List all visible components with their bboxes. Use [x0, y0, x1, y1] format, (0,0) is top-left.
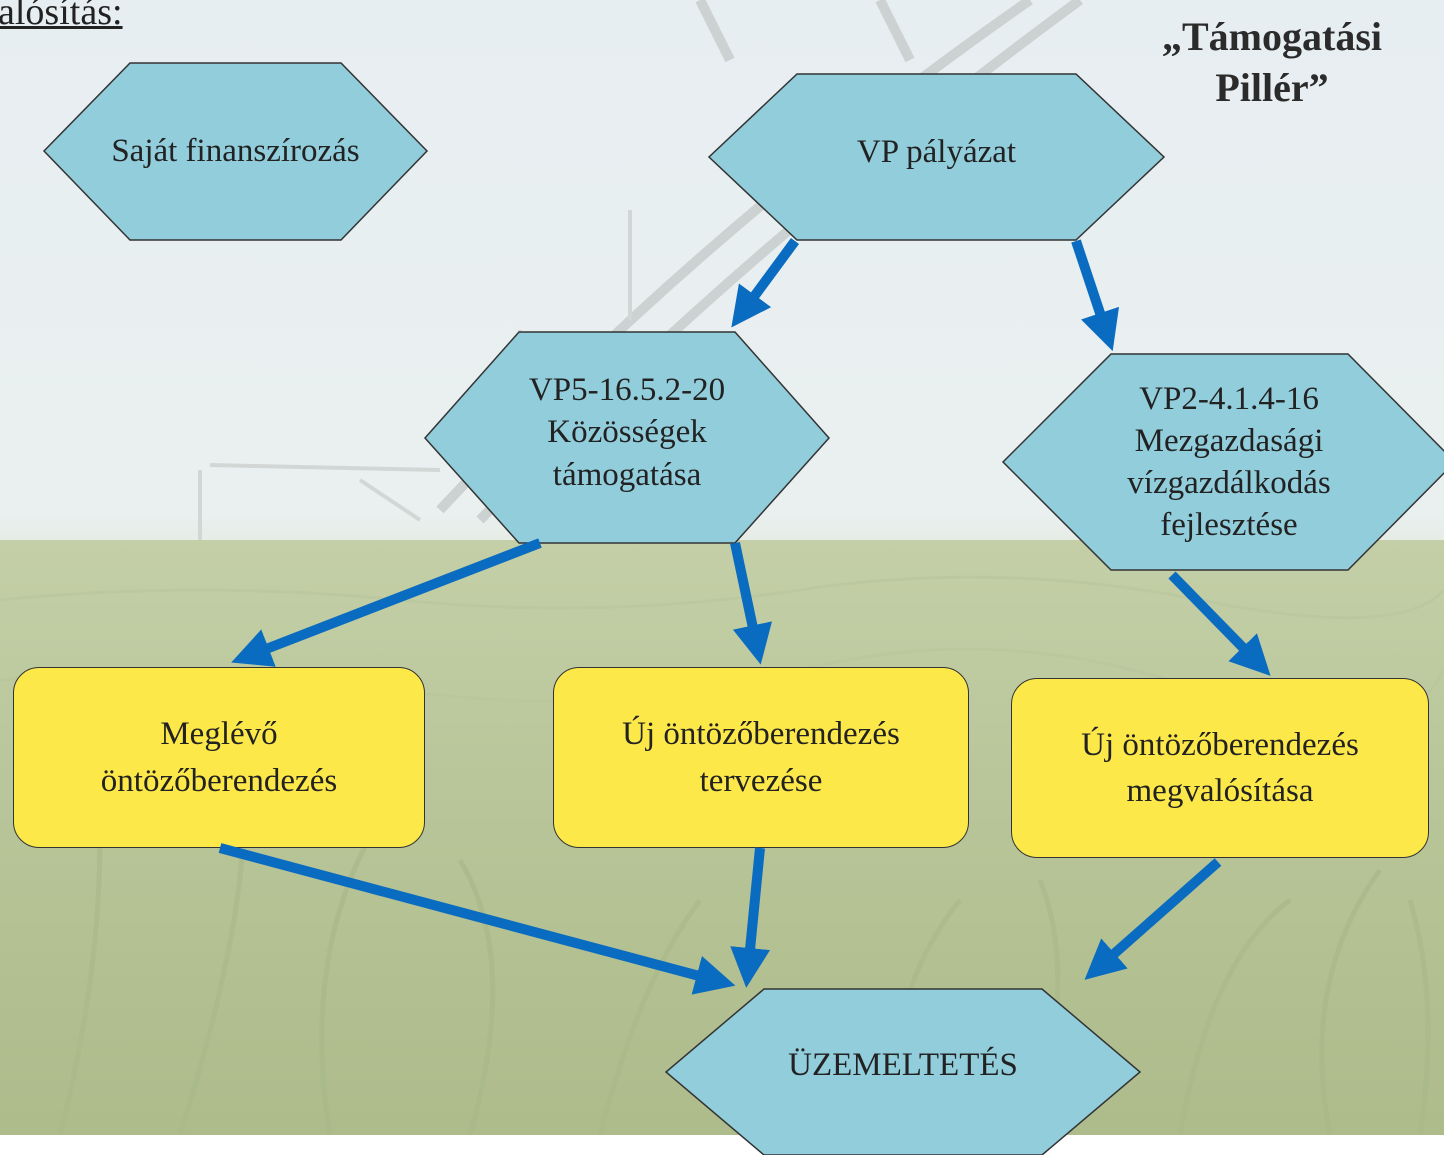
node-vp-palyazat: VP pályázat — [707, 73, 1166, 241]
node-uj-ontozoberendezes-tervezese: Új öntözőberendezés tervezése — [553, 667, 969, 848]
node-label: VP pályázat — [856, 133, 1017, 170]
node-label: Meglévő öntözőberendezés — [100, 716, 338, 799]
node-label: VP5-16.5.2-20 Közösségek támogatása — [528, 372, 726, 493]
node-label: Új öntözőberendezés megvalósítása — [1081, 726, 1359, 809]
node-label: Új öntözőberendezés tervezése — [622, 716, 900, 799]
node-vp5: VP5-16.5.2-20 Közösségek támogatása — [423, 331, 831, 544]
support-pillar-title: „Támogatási Pillér” — [1162, 14, 1382, 110]
node-vp2: VP2-4.1.4-16 Mezgazdasági vízgazdálkodás… — [1001, 353, 1444, 571]
hexagon-shape — [664, 988, 1142, 1155]
section-title: alósítás: — [0, 0, 123, 33]
node-meglevo-ontozoberendezes: Meglévő öntözőberendezés — [13, 667, 425, 848]
hexagon-shape — [1001, 353, 1444, 571]
node-label: Saját finanszírozás — [111, 133, 360, 170]
node-sajat-finanszirozas: Saját finanszírozás — [42, 62, 429, 241]
node-label: ÜZEMELTETÉS — [788, 1046, 1018, 1083]
node-label: VP2-4.1.4-16 Mezgazdasági vízgazdálkodás… — [1127, 380, 1331, 544]
node-uj-ontozoberendezes-megvalositasa: Új öntözőberendezés megvalósítása — [1011, 678, 1429, 858]
hexagon-shape — [42, 62, 429, 241]
node-uzemeltetes: ÜZEMELTETÉS — [664, 988, 1142, 1155]
